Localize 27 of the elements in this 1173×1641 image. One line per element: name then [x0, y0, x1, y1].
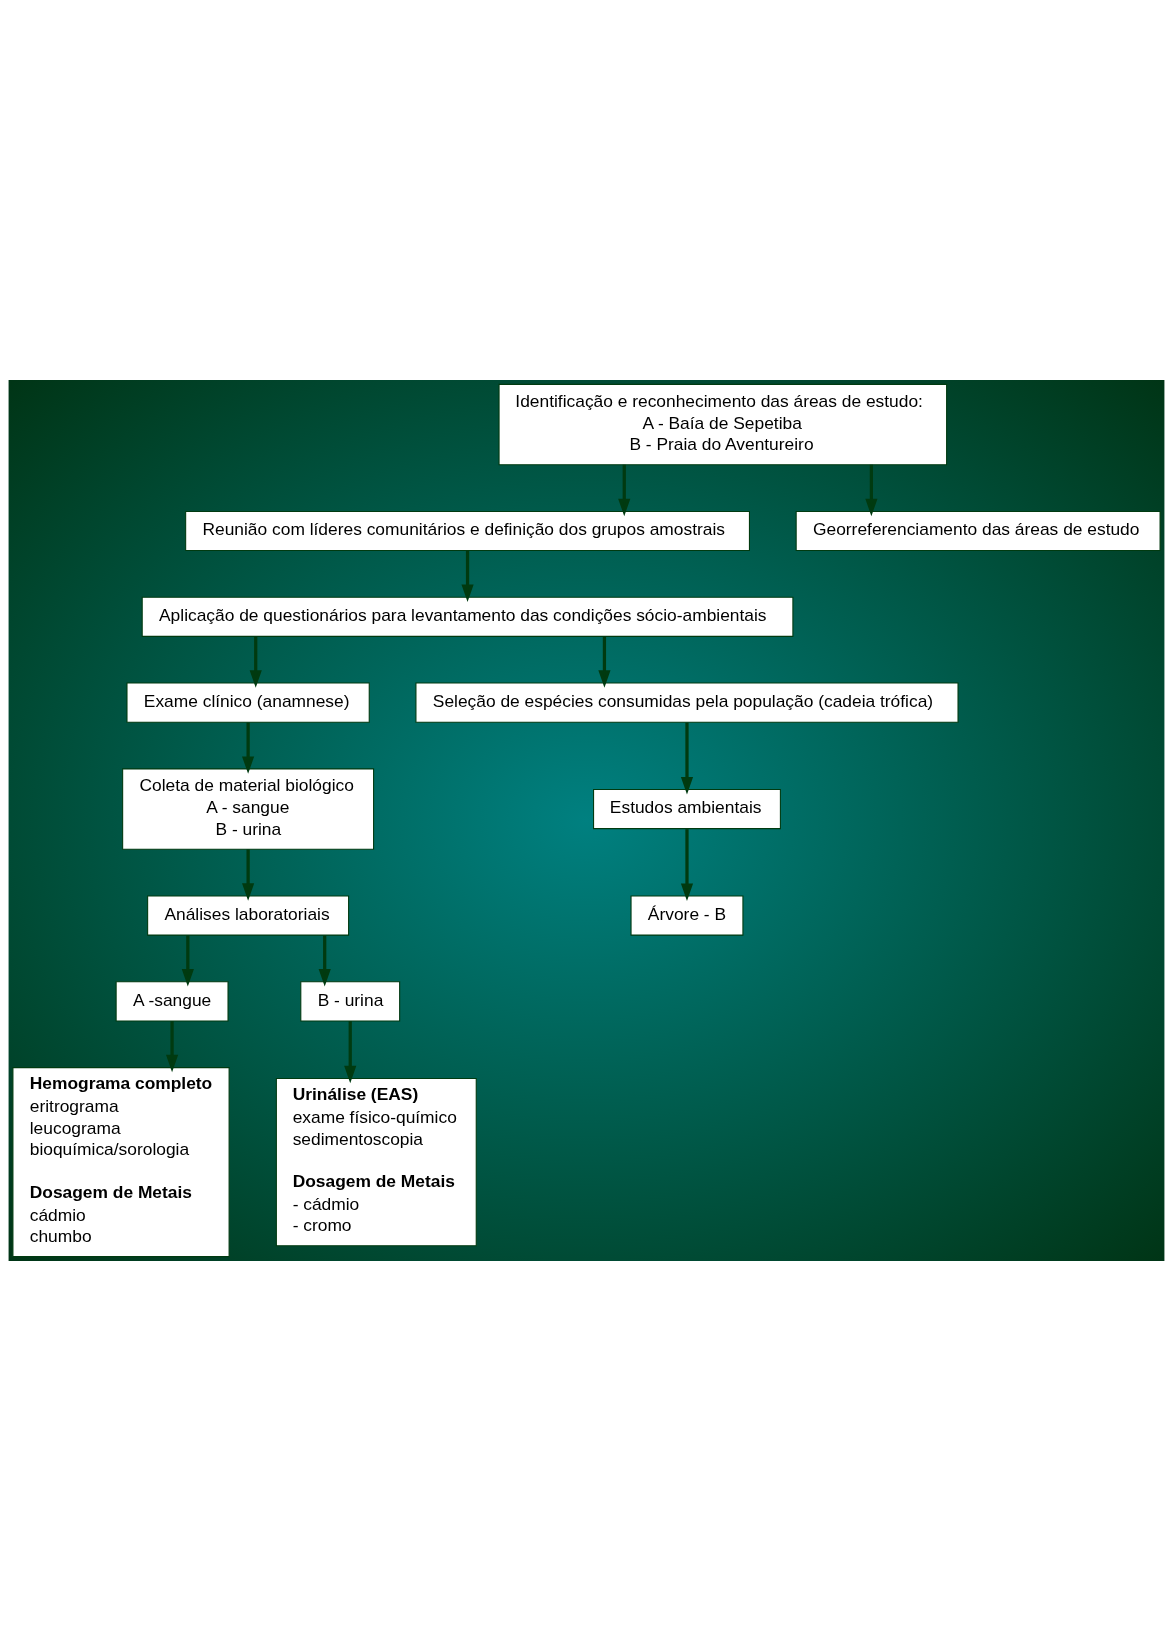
node-box: Exame clínico (anamnese): [126, 682, 370, 723]
arrow: [865, 464, 878, 517]
node-box: Identificação e reconhecimento das áreas de estudo: A - Baía de Sepetiba B - Praia do Aventureiro: [498, 383, 948, 466]
node-box: A -sangue: [115, 981, 229, 1022]
node-box: B - urina: [300, 981, 401, 1022]
arrow: [344, 1021, 357, 1084]
node-box: Coleta de material biológico A - sangue B - urina: [122, 768, 375, 850]
arrow: [618, 464, 631, 517]
arrow: [598, 636, 611, 688]
arrow: [680, 829, 694, 901]
node-box: Hemograma completo eritrograma leucograma bioquímica/sorologia Dosagem de Metais cádmio chumbo: [12, 1067, 230, 1258]
arrow: [181, 935, 194, 987]
arrow: [461, 550, 474, 602]
arrow: [242, 722, 255, 774]
node-box: Aplicação de questionários para levantamento das condições sócio-ambientais: [141, 596, 794, 637]
arrow: [242, 849, 255, 901]
node-box: Estudos ambientais: [593, 789, 781, 830]
node-box: Urinálise (EAS) exame físico-químico sedimentoscopia Dosagem de Metais - cádmio - cromo: [275, 1077, 477, 1247]
node-box: Reunião com líderes comunitários e definição dos grupos amostrais: [185, 510, 750, 552]
arrow: [249, 636, 262, 688]
arrow: [680, 722, 694, 795]
node-box: Georreferenciamento das áreas de estudo: [795, 510, 1161, 552]
node-box: Árvore - B: [630, 895, 744, 936]
arrow: [318, 935, 331, 987]
node-box: Seleção de espécies consumidas pela população (cadeia trófica): [415, 682, 959, 723]
arrow: [165, 1021, 179, 1073]
node-box: Análises laboratoriais: [147, 895, 350, 936]
